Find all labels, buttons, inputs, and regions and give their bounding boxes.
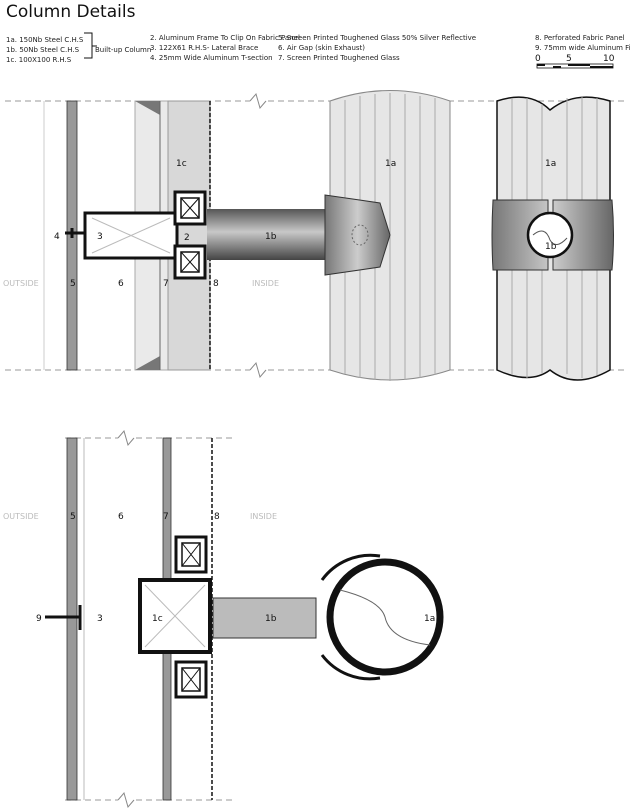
legend-item: 2. Aluminum Frame To Clip On Fabric Pane… [150,34,300,42]
label-6: 6 [118,512,124,522]
break-symbol [249,92,267,110]
clamp-ring [491,199,614,271]
legend-item: 1b. 50Nb Steel C.H.S [6,46,80,54]
drawing-line [144,584,206,648]
drawing-line [180,251,200,273]
scale-label: 10 [603,54,615,64]
drawing-line [590,66,613,68]
legend-item: 8. Perforated Fabric Panel [535,34,625,42]
drawing-line [91,217,171,254]
drawing-line [320,553,381,581]
label-1a: 1a [385,159,396,169]
label-1a: 1a [545,159,556,169]
aluminum-fin-9 [45,605,82,630]
bottom-plan-section: OUTSIDE INSIDE 5 6 7 8 9 3 1c 1b 1a [3,429,444,809]
legend-bracket [84,32,97,59]
drawing-line [351,224,369,246]
legend-item: 3. 122X61 R.H.S- Lateral Brace [150,44,259,52]
legend-item: 1c. 100X100 R.H.S [6,56,72,64]
legend-item: 4. 25mm Wide Aluminum T-section [150,54,273,62]
legend-item: 7. Screen Printed Toughened Glass [278,54,400,62]
legend-group-4: 8. Perforated Fabric Panel 9. 75mm wide … [535,33,631,53]
drawing-line [537,64,545,66]
legend-item: 5. Screen Printed Toughened Glass 50% Si… [278,34,477,42]
drawing-line [568,64,590,66]
legend-group-2: 2. Aluminum Frame To Clip On Fabric Pane… [150,33,300,63]
break-symbol [117,429,135,447]
glass-panel-5 [66,437,78,801]
label-inside: INSIDE [250,512,277,521]
tube-1b-section [526,211,574,259]
label-3: 3 [97,232,103,242]
clamp [324,194,391,276]
legend-item: 1a. 150Nb Steel C.H.S [6,36,84,44]
drawing-line [339,589,431,646]
legend-column-members: 1a. 150Nb Steel C.H.S 1b. 50Nb Steel C.H… [6,35,83,65]
t-section-4 [65,228,85,238]
aluminum-frame-2 [174,535,208,699]
drawing-line [181,667,201,692]
legend-group-3: 5. Screen Printed Toughened Glass 50% Si… [278,33,476,63]
break-symbol [117,791,135,809]
label-1c: 1c [176,159,187,169]
page-title: Column Details [6,2,136,22]
break-symbol [249,361,267,379]
label-9: 9 [36,614,42,624]
label-4: 4 [54,232,60,242]
top-plan-section: 1c 3 2 4 1b 5 6 7 8 OUTSIDE INSIDE 1a 1a… [3,90,625,381]
aluminum-frame-2 [173,190,207,280]
tube-1b [207,209,329,260]
scale-bar: 0 5 10 [535,54,615,69]
scale-label: 0 [535,54,541,64]
drawing-line [320,654,381,681]
label-7: 7 [163,512,169,522]
label-3: 3 [97,614,103,624]
drawing-line [5,100,625,371]
drawing-line [180,197,200,219]
label-2: 2 [184,233,190,243]
label-1b: 1b [265,232,277,242]
legend-item: 6. Air Gap (skin Exhaust) [278,44,366,52]
label-outside: OUTSIDE [3,512,39,521]
label-outside: OUTSIDE [3,279,39,288]
drawing-line [532,230,568,245]
legend-builtup-label: Built-up Column [95,46,152,54]
label-1c: 1c [152,614,163,624]
drawing-line [181,542,201,567]
label-8: 8 [213,279,219,289]
label-1b: 1b [545,242,557,252]
label-5: 5 [70,512,76,522]
label-5: 5 [70,279,76,289]
label-inside: INSIDE [252,279,279,288]
tube-1b [212,597,317,639]
label-6: 6 [118,279,124,289]
label-1a: 1a [424,614,435,624]
legend-item: 9. 75mm wide Aluminum Fin [535,44,631,52]
scale-label: 5 [566,54,572,64]
label-8: 8 [214,512,220,522]
label-1b: 1b [265,614,277,624]
label-7: 7 [163,279,169,289]
drawing-line [553,66,561,68]
